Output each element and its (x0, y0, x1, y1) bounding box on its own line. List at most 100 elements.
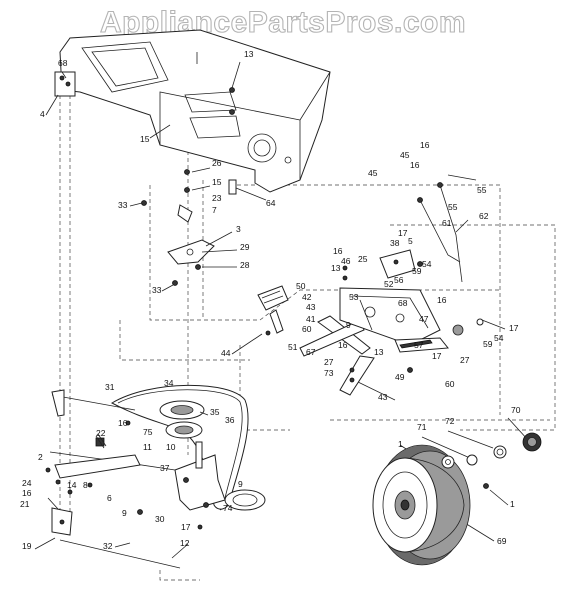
callout-13: 13 (374, 347, 384, 357)
lower-linkage (45, 389, 181, 569)
callout-74: 74 (223, 503, 233, 513)
callout-56: 56 (394, 275, 404, 285)
callout-16: 16 (410, 160, 420, 170)
callout-9: 9 (122, 508, 127, 518)
callout-13: 13 (331, 263, 341, 273)
callout-9: 9 (346, 320, 351, 330)
callout-70: 70 (511, 405, 521, 415)
callout-11: 11 (143, 442, 152, 452)
callout-1: 1 (398, 439, 403, 449)
callout-16: 16 (420, 140, 430, 150)
callout-43: 43 (306, 302, 316, 312)
callout-16: 16 (118, 418, 128, 428)
rear-wheel (372, 444, 471, 566)
callout-12: 12 (180, 538, 190, 548)
callout-29: 29 (240, 242, 250, 252)
callout-31: 31 (105, 382, 115, 392)
callout-50: 50 (296, 281, 306, 291)
callout-9: 9 (238, 479, 243, 489)
callout-41: 41 (306, 314, 316, 324)
hub-hardware (441, 432, 542, 489)
callout-6: 6 (107, 493, 112, 503)
callout-61: 61 (442, 218, 452, 228)
callout-69: 69 (497, 536, 507, 546)
callout-42: 42 (302, 292, 312, 302)
callout-14: 14 (67, 480, 77, 490)
callout-51: 51 (288, 342, 298, 352)
callout-7: 7 (212, 205, 217, 215)
callout-27: 27 (324, 357, 334, 367)
callout-23: 23 (212, 193, 222, 203)
callout-52: 52 (384, 279, 394, 289)
callout-3: 3 (236, 224, 241, 234)
callout-16: 16 (338, 340, 348, 350)
callout-34: 34 (164, 378, 174, 388)
callout-38: 38 (390, 238, 400, 248)
idler-bracket (137, 441, 266, 530)
callout-16: 16 (437, 295, 447, 305)
pedal-linkage (257, 285, 484, 396)
callout-45: 45 (400, 150, 410, 160)
callout-2: 2 (38, 452, 43, 462)
callout-68: 68 (58, 58, 68, 68)
callout-60: 60 (445, 379, 455, 389)
pivot-bracket (167, 239, 215, 265)
callout-57: 57 (414, 340, 424, 350)
callout-19: 19 (22, 541, 32, 551)
callout-59: 59 (483, 339, 493, 349)
callout-43: 43 (378, 392, 388, 402)
callout-10: 10 (166, 442, 176, 452)
callout-72: 72 (445, 416, 455, 426)
callout-64: 64 (266, 198, 276, 208)
callout-73: 73 (324, 368, 334, 378)
callout-30: 30 (155, 514, 165, 524)
callout-44: 44 (221, 348, 231, 358)
control-rods (342, 174, 477, 283)
callout-17: 17 (398, 228, 408, 238)
callout-21: 21 (20, 499, 30, 509)
front-bracket (54, 71, 76, 97)
callout-46: 46 (341, 256, 351, 266)
callout-55: 55 (448, 202, 458, 212)
callout-37: 37 (160, 463, 170, 473)
callout-15: 15 (140, 134, 150, 144)
callout-60: 60 (302, 324, 312, 334)
callout-25: 25 (358, 254, 368, 264)
callout-27: 27 (460, 355, 470, 365)
callout-53: 53 (349, 292, 359, 302)
callout-71: 71 (417, 422, 427, 432)
callout-45: 45 (368, 168, 378, 178)
callout-16: 16 (22, 488, 32, 498)
callout-49: 49 (395, 372, 405, 382)
callout-17: 17 (432, 351, 442, 361)
callout-59: 59 (412, 266, 422, 276)
callout-13: 13 (244, 49, 254, 59)
callout-35: 35 (210, 407, 220, 417)
callout-55: 55 (477, 185, 487, 195)
callout-24: 24 (22, 478, 32, 488)
callout-32: 32 (103, 541, 113, 551)
callout-54: 54 (422, 259, 432, 269)
callout-16: 16 (333, 246, 343, 256)
callout-68: 68 (398, 298, 408, 308)
callout-17: 17 (509, 323, 519, 333)
callout-5: 5 (408, 236, 413, 246)
callout-26: 26 (212, 158, 222, 168)
callout-17: 17 (181, 522, 191, 532)
callout-22: 22 (96, 428, 106, 438)
callout-4: 4 (40, 109, 45, 119)
callout-1: 1 (510, 499, 515, 509)
callout-54: 54 (494, 333, 504, 343)
callout-8: 8 (83, 480, 88, 490)
callout-28: 28 (240, 260, 250, 270)
callout-33: 33 (152, 285, 162, 295)
callout-75: 75 (143, 427, 153, 437)
callout-62: 62 (479, 211, 489, 221)
callout-15: 15 (212, 177, 222, 187)
callout-67: 67 (306, 347, 316, 357)
callout-33: 33 (118, 200, 128, 210)
callout-47: 47 (419, 314, 429, 324)
frame-assembly (59, 29, 331, 193)
